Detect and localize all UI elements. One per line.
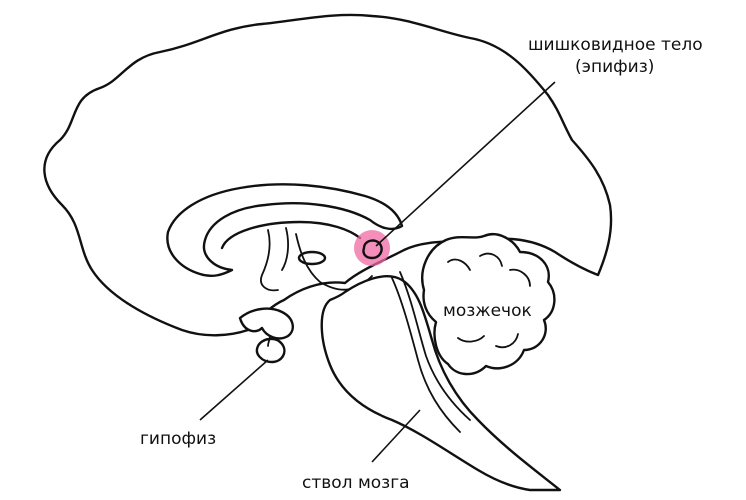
pituitary-label: гипофиз [140,429,216,449]
pineal-highlight [354,230,390,266]
pineal-label-line2: (эпифиз) [575,57,654,77]
pineal-label-line1: шишковидное тело [528,35,703,55]
pituitary-gland [257,339,284,362]
pituitary-leader [200,360,268,420]
brainstem-label: ствол мозга [302,473,410,493]
cerebellum-label: мозжечок [443,301,532,321]
hypothalamus [240,309,293,339]
